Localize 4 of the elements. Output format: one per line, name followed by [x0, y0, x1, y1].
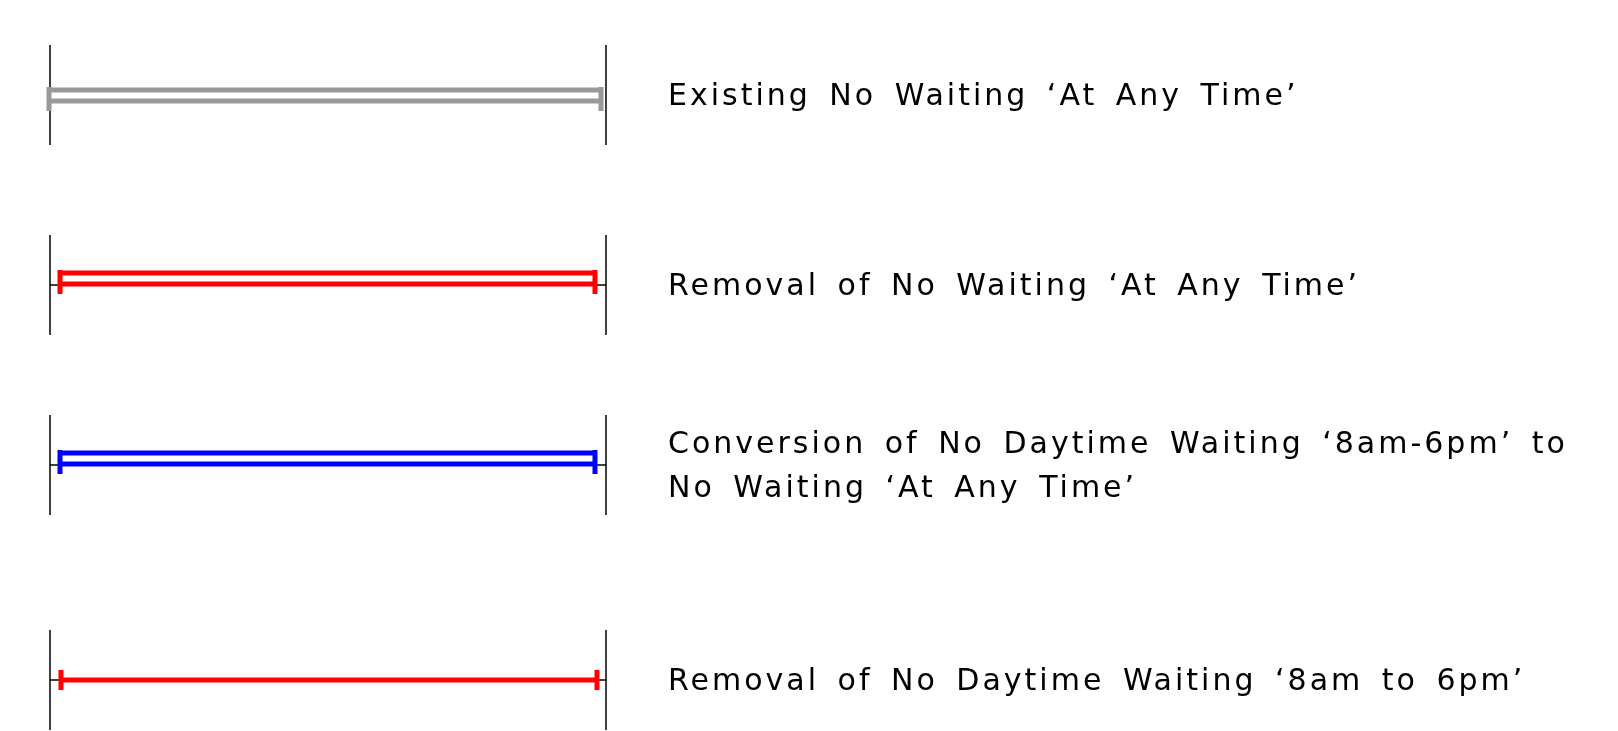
legend-text: Removal of No Daytime Waiting ‘8am to 6pm’ [668, 661, 1527, 699]
legend-text: Existing No Waiting ‘At Any Time’ [668, 76, 1300, 114]
legend-text: Conversion of No Daytime Waiting ‘8am-6pm’ to No Waiting ‘At Any Time’ [668, 424, 1569, 506]
legend-text: Removal of No Waiting ‘At Any Time’ [668, 266, 1362, 304]
